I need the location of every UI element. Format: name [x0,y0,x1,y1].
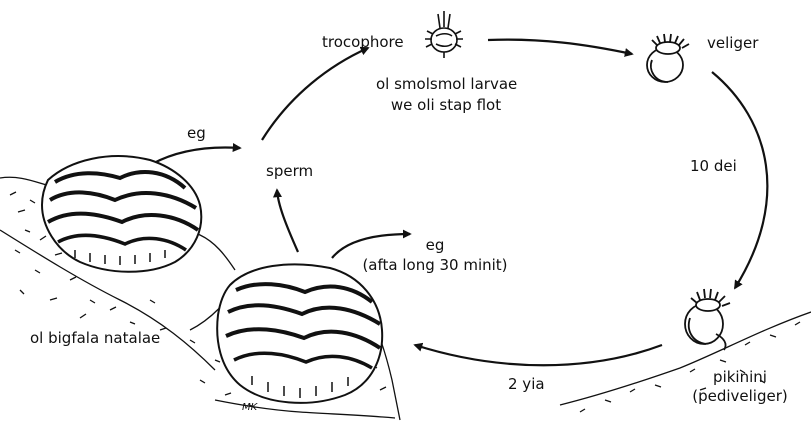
arrow-sperm-to-trocophore [262,48,368,140]
label-adult-clams: ol bigfala natalae [30,329,160,348]
trocophore-larva-icon [425,11,463,58]
label-egg-left: eg [187,124,206,143]
label-larvae-line2: we oli stap flot [376,96,516,115]
arrow-pikinini-to-adult [415,345,662,365]
pediveliger-icon [685,289,730,350]
label-egg-right: eg [335,236,535,255]
arrow-veliger-to-pikinini [712,72,767,288]
veliger-larva-icon [647,34,689,82]
giant-clam-center [217,264,382,402]
label-veliger: veliger [707,34,758,53]
label-sperm: sperm [266,162,313,181]
label-juvenile-note: (pediveliger) [680,387,800,406]
label-juvenile: pikinini [680,368,800,387]
label-larvae-line1: ol smolsmol larvae [376,75,516,94]
artist-initials: MK [242,398,257,417]
label-two-years: 2 yia [508,375,545,394]
label-ten-days: 10 dei [690,157,737,176]
label-egg-right-note: (afta long 30 minit) [335,256,535,275]
arrow-trocophore-to-veliger [488,40,632,54]
arrow-sperm-up [277,190,298,252]
label-trocophore: trocophore [322,33,404,52]
giant-clam-left [42,156,201,272]
arrow-egg-left [152,148,240,164]
